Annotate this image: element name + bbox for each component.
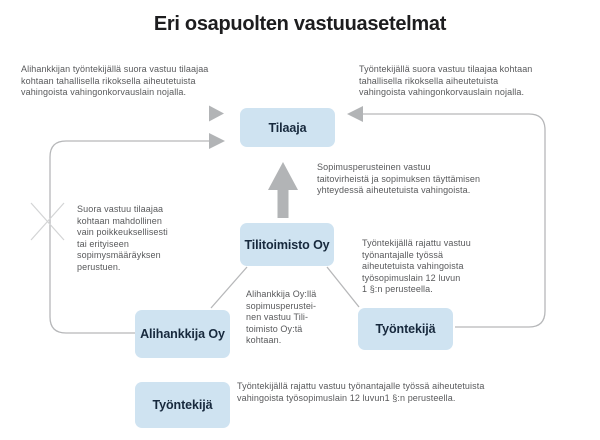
annotation-bottom: Työntekijällä rajattu vastuu työnantajal… — [237, 381, 485, 403]
annotation-top-right: Työntekijällä suora vastuu tilaajaa koht… — [359, 64, 533, 97]
node-alihankkija: Alihankkija Oy — [135, 310, 230, 358]
arrow-left-icon — [347, 106, 363, 122]
node-tyontekija-right: Työntekijä — [358, 308, 453, 350]
annotation-center: Alihankkija Oy:llä sopimusperustei- nen … — [246, 289, 317, 345]
node-tyontekija-right-label: Työntekijä — [375, 322, 436, 336]
arrow-right-icon — [209, 133, 225, 149]
annotation-mid-right: Sopimusperusteinen vastuu taitovirheistä… — [317, 162, 481, 195]
arrow-right-icon — [209, 105, 224, 122]
annotation-right: Työntekijällä rajattu vastuu työnantajal… — [362, 238, 471, 294]
node-tilaaja-label: Tilaaja — [268, 120, 307, 135]
x-mark-icon — [30, 202, 65, 241]
arrow-up-icon — [268, 162, 298, 218]
node-tilitoimisto-label: Tilitoimisto Oy — [244, 237, 330, 252]
page-title: Eri osapuolten vastuuasetelmat — [153, 13, 447, 35]
node-tilitoimisto: Tilitoimisto Oy — [240, 223, 334, 266]
node-alihankkija-label: Alihankkija Oy — [140, 327, 225, 341]
annotation-top-left: Alihankkijan työntekijällä suora vastuu … — [21, 64, 209, 97]
connector-tilitoimisto-to-alihankkija — [210, 266, 248, 309]
annotation-left: Suora vastuu tilaajaa kohtaan mahdolline… — [77, 204, 168, 272]
node-tyontekija-bottom: Työntekijä — [135, 382, 230, 428]
node-tyontekija-bottom-label: Työntekijä — [152, 398, 213, 412]
node-tilaaja: Tilaaja — [240, 108, 335, 147]
